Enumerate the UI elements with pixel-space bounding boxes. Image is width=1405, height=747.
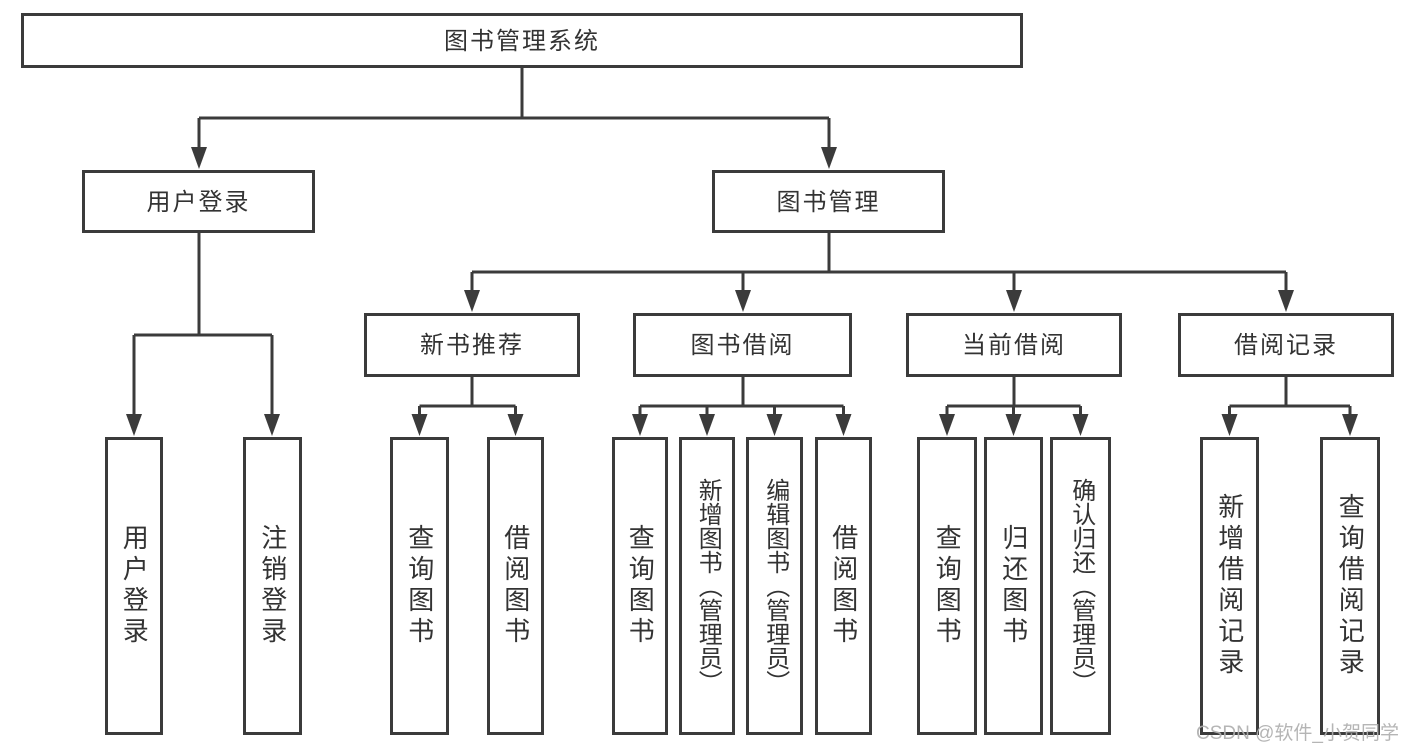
leaf-user-login: 用户登录 (105, 437, 163, 735)
node-current-borrow-label: 当前借阅 (962, 332, 1066, 359)
leaf-borrow-books-borrow: 借阅图书 (815, 437, 872, 735)
leaf-query-borrow-record-label: 查询借阅记录 (1335, 493, 1366, 679)
node-book-management-label: 图书管理 (776, 188, 881, 216)
node-new-book-recommend-label: 新书推荐 (420, 332, 524, 359)
leaf-logout-label: 注销登录 (257, 524, 288, 648)
leaf-borrow-books-borrow-label: 借阅图书 (828, 524, 859, 648)
leaf-edit-book-admin: 编辑图书（管理员） (746, 437, 803, 735)
node-new-book-recommend: 新书推荐 (364, 313, 580, 377)
node-borrow-records-label: 借阅记录 (1234, 332, 1338, 359)
leaf-query-books-current-label: 查询图书 (932, 524, 963, 648)
leaf-query-books-current: 查询图书 (917, 437, 977, 735)
leaf-borrow-books-recommend: 借阅图书 (487, 437, 544, 735)
leaf-confirm-return-admin: 确认归还（管理员） (1050, 437, 1111, 735)
node-book-borrow-label: 图书借阅 (690, 332, 795, 359)
leaf-query-books-recommend: 查询图书 (390, 437, 449, 735)
leaf-query-books-recommend-label: 查询图书 (404, 524, 435, 648)
leaf-add-borrow-record-label: 新增借阅记录 (1214, 493, 1245, 679)
leaf-query-borrow-record: 查询借阅记录 (1320, 437, 1380, 735)
node-current-borrow: 当前借阅 (906, 313, 1122, 377)
leaf-add-book-admin-label: 新增图书（管理员） (694, 478, 722, 694)
leaf-logout: 注销登录 (243, 437, 302, 735)
leaf-edit-book-admin-label: 编辑图书（管理员） (761, 478, 789, 694)
node-book-management: 图书管理 (712, 170, 945, 233)
csdn-watermark: CSDN @软件_小贺同学 (1196, 723, 1399, 744)
leaf-query-books-borrow-label: 查询图书 (625, 524, 656, 648)
leaf-add-borrow-record: 新增借阅记录 (1200, 437, 1259, 735)
node-book-borrow: 图书借阅 (633, 313, 852, 377)
leaf-return-book-label: 归还图书 (998, 524, 1029, 648)
node-root: 图书管理系统 (21, 13, 1023, 68)
node-root-label: 图书管理系统 (444, 27, 600, 55)
node-user-login-label: 用户登录 (146, 188, 251, 216)
node-borrow-records: 借阅记录 (1178, 313, 1394, 377)
leaf-borrow-books-recommend-label: 借阅图书 (500, 524, 531, 648)
leaf-user-login-label: 用户登录 (119, 524, 150, 648)
node-user-login: 用户登录 (82, 170, 315, 233)
leaf-add-book-admin: 新增图书（管理员） (679, 437, 735, 735)
leaf-return-book: 归还图书 (984, 437, 1043, 735)
leaf-query-books-borrow: 查询图书 (612, 437, 668, 735)
leaf-confirm-return-admin-label: 确认归还（管理员） (1067, 478, 1095, 694)
